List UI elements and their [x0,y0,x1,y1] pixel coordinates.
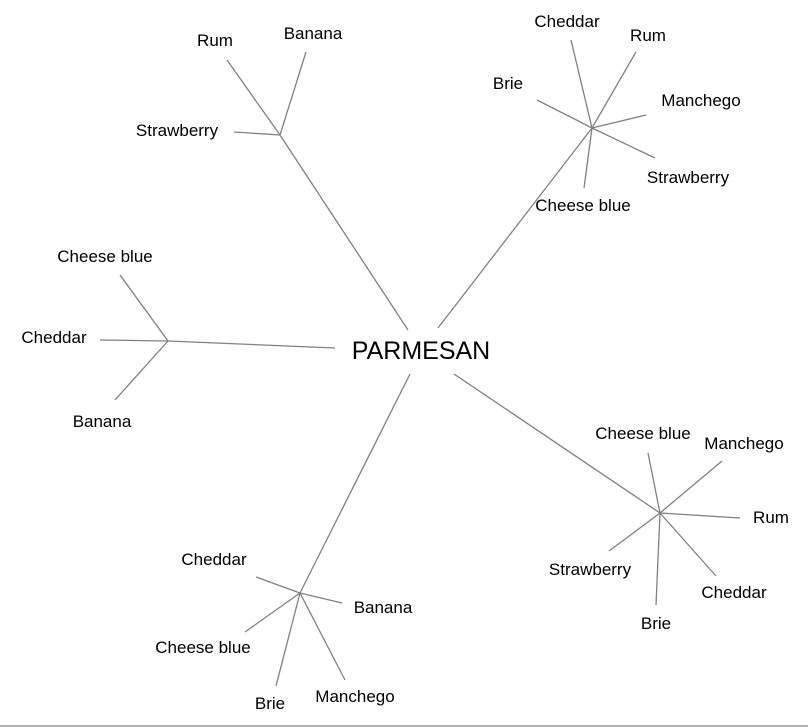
leaf-node-label: Cheddar [701,583,767,602]
branch-edge [453,373,661,514]
leaf-node-label: Cheese blue [155,638,250,657]
bottom-border [0,725,808,727]
leaf-edge [608,512,661,552]
leaf-node-label: Strawberry [549,560,632,579]
leaf-edge [114,340,169,401]
leaf-edge [255,576,301,594]
leaf-edge [591,114,647,129]
leaf-node-label: Strawberry [647,168,730,187]
leaf-node-label: Manchego [315,687,394,706]
leaf-node-label: Brie [255,694,285,713]
leaf-edge [659,512,741,519]
root-node-label: PARMESAN [352,337,490,365]
leaf-node-label: Manchego [661,91,740,110]
leaf-node-label: Rum [630,26,666,45]
leaf-edge [647,452,661,514]
leaf-node-label: Rum [753,508,789,527]
leaf-edge [99,339,169,342]
leaf-edge [244,592,301,633]
leaf-node-label: Brie [493,74,523,93]
leaf-edge [233,131,281,136]
branch-edge [279,134,409,331]
leaf-edge [299,592,343,604]
leaf-node-label: Cheddar [534,12,600,31]
leaf-edge [226,59,281,136]
branch-edge [437,127,593,329]
leaf-edge [279,51,307,136]
leaf-edge [655,512,661,606]
branch-edge [167,340,336,349]
branch-edge [299,373,411,594]
leaf-node-label: Banana [354,598,413,617]
leaf-edge [119,274,169,342]
leaf-edge [659,460,723,514]
leaf-node-label: Rum [197,31,233,50]
leaf-edge [536,99,593,129]
leaf-node-label: Cheese blue [535,196,630,215]
leaf-edge [591,51,637,129]
leaf-node-label: Cheddar [181,550,247,569]
leaf-node-label: Manchego [704,434,783,453]
leaf-node-label: Brie [641,614,671,633]
leaf-edge [570,39,593,129]
leaf-node-label: Cheese blue [57,247,152,266]
leaf-edge [583,127,593,189]
leaf-node-label: Cheddar [21,328,87,347]
leaf-edge [659,512,717,577]
leaf-node-label: Strawberry [136,121,219,140]
leaf-edge [591,127,656,159]
leaf-edge [299,592,346,681]
leaf-edge [275,592,301,687]
leaf-node-label: Banana [73,412,132,431]
leaf-node-label: Banana [284,24,343,43]
leaf-node-label: Cheese blue [595,424,690,443]
